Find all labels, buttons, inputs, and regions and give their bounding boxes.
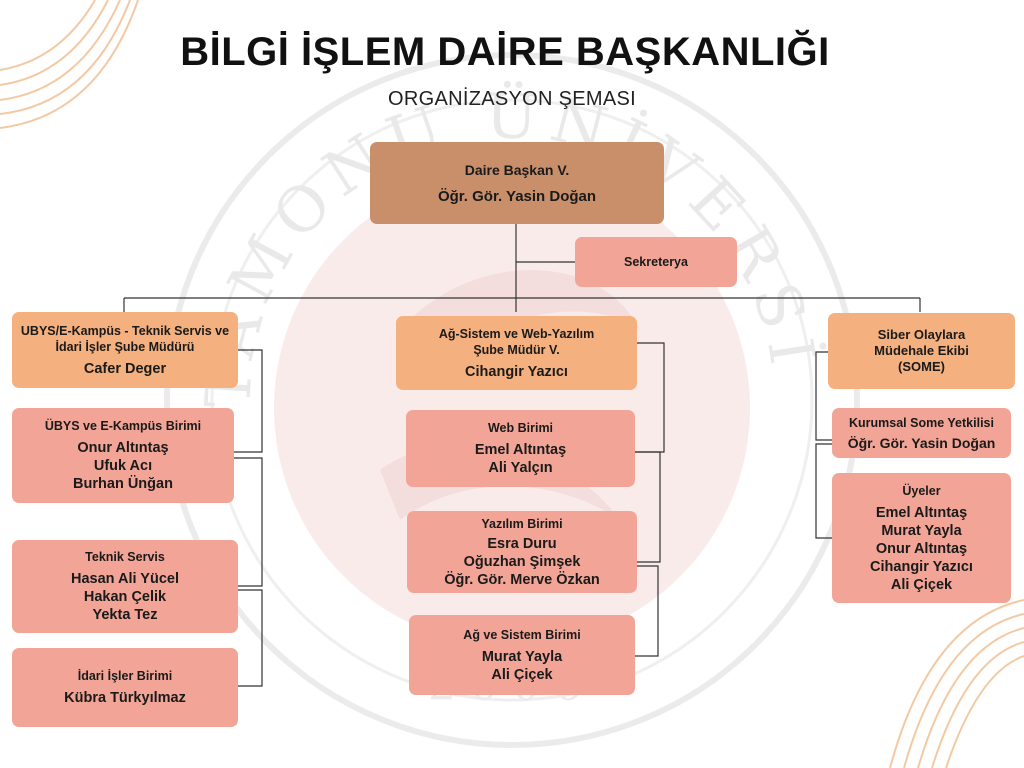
person-name: Burhan Ünğan (73, 476, 173, 492)
person-name: Ufuk Acı (93, 458, 153, 474)
person-name: Ali Çiçek (890, 576, 953, 593)
network-system-unit-box: Ağ ve Sistem Birimi Murat Yayla Ali Çiçe… (409, 615, 635, 695)
person-name: Cihangir Yazıcı (465, 363, 568, 380)
corporate-some-officer-box: Kurumsal Some Yetkilisi Öğr. Gör. Yasin … (832, 408, 1011, 458)
secretariat-title: Sekreterya (624, 255, 688, 269)
person-name: Hasan Ali Yücel (71, 571, 179, 587)
person-name: Esra Duru (487, 535, 557, 552)
person-name: Kübra Türkyılmaz (64, 690, 186, 706)
unit-title: Kurumsal Some Yetkilisi (849, 415, 994, 430)
unit-title: Üyeler (902, 483, 941, 498)
person-name: Ali Yalçın (488, 460, 553, 476)
person-name: Onur Altıntaş (875, 540, 968, 557)
person-name: Ali Çiçek (491, 666, 553, 683)
page-title: BİLGİ İŞLEM DAİRE BAŞKANLIĞI (180, 30, 830, 74)
person-name: Cihangir Yazıcı (870, 558, 973, 575)
person-name: Öğr. Gör. Merve Özkan (444, 571, 600, 588)
left-manager-box: UBYS/E-Kampüs - Teknik Servis ve İdari İ… (12, 312, 238, 388)
person-name: Murat Yayla (481, 648, 563, 665)
person-name: Öğr. Gör. Yasin Doğan (437, 187, 597, 205)
software-unit-box: Yazılım Birimi Esra Duru Oğuzhan Şimşek … (407, 511, 637, 593)
person-name: Öğr. Gör. Yasin Doğan (847, 434, 996, 451)
web-unit-box: Web Birimi Emel Altıntaş Ali Yalçın (406, 410, 635, 487)
unit-title: Teknik Servis (85, 550, 165, 564)
person-name: Hakan Çelik (83, 589, 167, 605)
person-name: Cafer Deger (83, 360, 167, 377)
head-box: Daire Başkan V. Öğr. Gör. Yasin Doğan (370, 142, 664, 224)
head-names: Öğr. Gör. Yasin Doğan (438, 188, 596, 206)
technical-service-unit-box: Teknik Servis Hasan Ali Yücel Hakan Çeli… (12, 540, 238, 633)
some-team-title: Siber Olaylara Müdehale Ekibi (SOME) (874, 327, 969, 374)
person-name: Oğuzhan Şimşek (463, 553, 581, 570)
left-manager-title: UBYS/E-Kampüs - Teknik Servis ve İdari İ… (20, 323, 230, 354)
secretariat-box: Sekreterya (575, 237, 737, 287)
person-name: Emel Altıntaş (474, 442, 567, 458)
middle-manager-title: Ağ-Sistem ve Web-Yazılım Şube Müdür V. (438, 326, 595, 357)
some-team-box: Siber Olaylara Müdehale Ekibi (SOME) (828, 313, 1015, 389)
person-name: Onur Altıntaş (77, 440, 169, 456)
unit-title: Web Birimi (487, 421, 554, 435)
person-name: Murat Yayla (881, 522, 962, 539)
unit-title: Yazılım Birimi (481, 516, 563, 531)
page-subtitle: ORGANİZASYON ŞEMASI (388, 88, 636, 110)
person-name: Emel Altıntaş (875, 504, 968, 521)
some-members-box: Üyeler Emel Altıntaş Murat Yayla Onur Al… (832, 473, 1011, 603)
unit-title: ÜBYS ve E-Kampüs Birimi (44, 419, 202, 433)
unit-title: Ağ ve Sistem Birimi (463, 627, 581, 642)
middle-manager-box: Ağ-Sistem ve Web-Yazılım Şube Müdür V. C… (396, 316, 637, 390)
administrative-affairs-unit-box: İdari İşler Birimi Kübra Türkyılmaz (12, 648, 238, 727)
ubys-ekampus-unit-box: ÜBYS ve E-Kampüs Birimi Onur Altıntaş Uf… (12, 408, 234, 503)
person-name: Yekta Tez (92, 607, 158, 623)
head-title: Daire Başkan V. (464, 161, 570, 178)
corner-swirl-top-left (0, 0, 139, 129)
unit-title: İdari İşler Birimi (77, 669, 173, 683)
corner-swirl-bottom-right (889, 599, 1024, 768)
